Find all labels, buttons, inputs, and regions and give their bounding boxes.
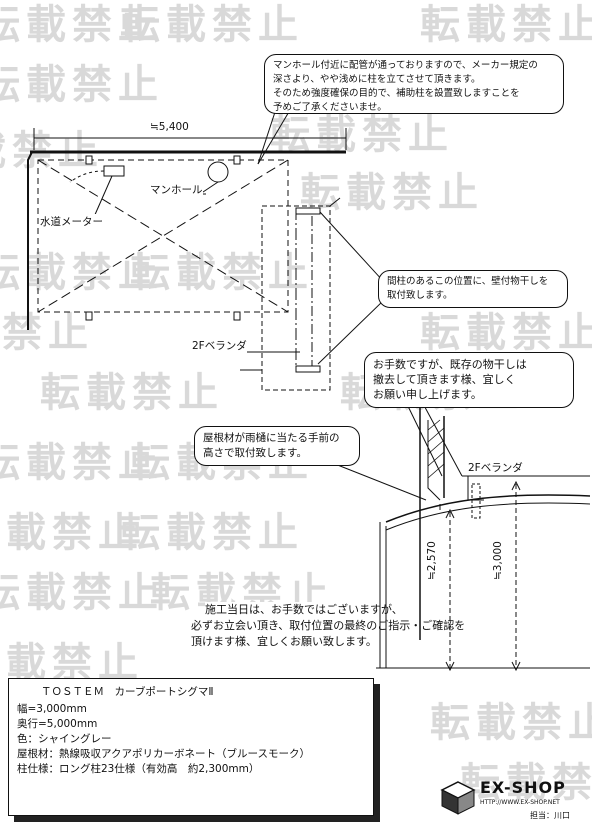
roof-note-line: 屋根材が雨樋に当たる手前の (203, 432, 340, 444)
watermark-text: 転載禁止 (0, 250, 164, 296)
watermark-text: 転載禁止 (300, 170, 484, 216)
veranda-plan-label: 2Fベランダ (192, 338, 247, 353)
laundry-note-callout: お手数ですが、既存の物干しは 撤去して頂きます様、宜しく お願い申し上げます。 (364, 352, 574, 408)
bracket-note-line: 間柱のあるこの位置に、壁付物干しを (387, 276, 549, 287)
logo-cube-icon (440, 781, 476, 815)
logo-url: HTTP://WWW.EX-SHOP.NET (480, 799, 560, 806)
watermark-text: 転載禁止 (460, 760, 592, 806)
water-meter-label: 水道メーター (40, 214, 103, 229)
spec-product: ＴＯＳＴＥＭ カーブポートシグマⅡ (41, 686, 214, 698)
watermark-text: 転載禁止 (0, 2, 164, 48)
spec-color: 色：シャイングレー (17, 733, 112, 745)
manhole-note-line: 予めご了承くださいませ。 (273, 102, 387, 113)
height-dimension-3000: ≒3,000 (492, 541, 504, 580)
staff-in-charge: 担当：川口 (530, 811, 570, 820)
watermark-text: 転載禁止 (420, 310, 592, 356)
manhole-note-callout: マンホール付近に配管が通っておりますので、メーカー規定の 深さより、やや浅めに柱… (264, 54, 564, 114)
manhole-note-line: マンホール付近に配管が通っておりますので、メーカー規定の (273, 60, 538, 71)
manhole-label: マンホール (150, 182, 203, 197)
site-attendance-note: 施工当日は、お手数ではございますが、 必ずお立会い頂き、取付位置の最終のご指示・… (191, 602, 465, 650)
watermark-text: 転載禁止 (420, 2, 592, 48)
bracket-note-callout: 間柱のあるこの位置に、壁付物干しを 取付致します。 (378, 270, 568, 308)
spec-column: 柱仕様：ロング柱23仕様（有効高 約2,300mm） (17, 763, 260, 775)
watermark-text: 転載禁止 (0, 62, 164, 108)
spec-depth: 奥行=5,000mm (17, 718, 98, 730)
site-note-line: 必ずお立会い頂き、取付位置の最終のご指示・ご確認を (191, 619, 466, 632)
watermark-text: 転載禁止 (270, 112, 454, 158)
logo-name: EX-SHOP (480, 778, 566, 797)
watermark-text: 転載禁止 (0, 310, 94, 356)
watermark-text: 転載禁止 (430, 700, 592, 746)
manhole-note-line: そのため強度確保の目的で、補助柱を設置致しますことを (273, 88, 520, 99)
laundry-note-line: お手数ですが、既存の物干しは (373, 358, 527, 371)
roof-note-callout: 屋根材が雨樋に当たる手前の 高さで取付致します。 (194, 426, 360, 466)
ex-shop-logo: EX-SHOP HTTP://WWW.EX-SHOP.NET 担当：川口 (440, 776, 586, 826)
laundry-note-line: お願い申し上げます。 (373, 388, 482, 401)
spec-roof: 屋根材：熱線吸収アクアポリカーボネート（ブルースモーク） (17, 748, 310, 760)
veranda-elevation-label: 2Fベランダ (468, 460, 523, 475)
laundry-note-line: 撤去して頂きます様、宜しく (373, 373, 516, 386)
watermark-text: 転載禁止 (120, 2, 304, 48)
watermark-text: 転載禁止 (0, 510, 144, 556)
height-dimension-2570: ≒2,570 (426, 541, 438, 580)
site-note-line: 施工当日は、お手数ではございますが、 (205, 603, 403, 616)
product-spec-box: ＴＯＳＴＥＭ カーブポートシグマⅡ 幅=3,000mm 奥行=5,000mm 色… (8, 678, 374, 816)
watermark-text: 転載禁止 (130, 250, 314, 296)
bracket-note-line: 取付致します。 (387, 290, 453, 301)
width-dimension-label: ≒5,400 (150, 121, 189, 133)
site-note-line: 頂けます様、宜しくお願い致します。 (191, 635, 377, 648)
watermark-text: 転載禁止 (0, 570, 164, 616)
manhole-note-line: 深さより、やや浅めに柱を立てさせて頂きます。 (273, 74, 481, 85)
spec-width: 幅=3,000mm (17, 703, 87, 715)
watermark-text: 転載禁止 (0, 440, 164, 486)
watermark-text: 転載禁止 (40, 370, 224, 416)
roof-note-line: 高さで取付致します。 (203, 447, 307, 459)
watermark-text: 転載禁止 (120, 510, 304, 556)
